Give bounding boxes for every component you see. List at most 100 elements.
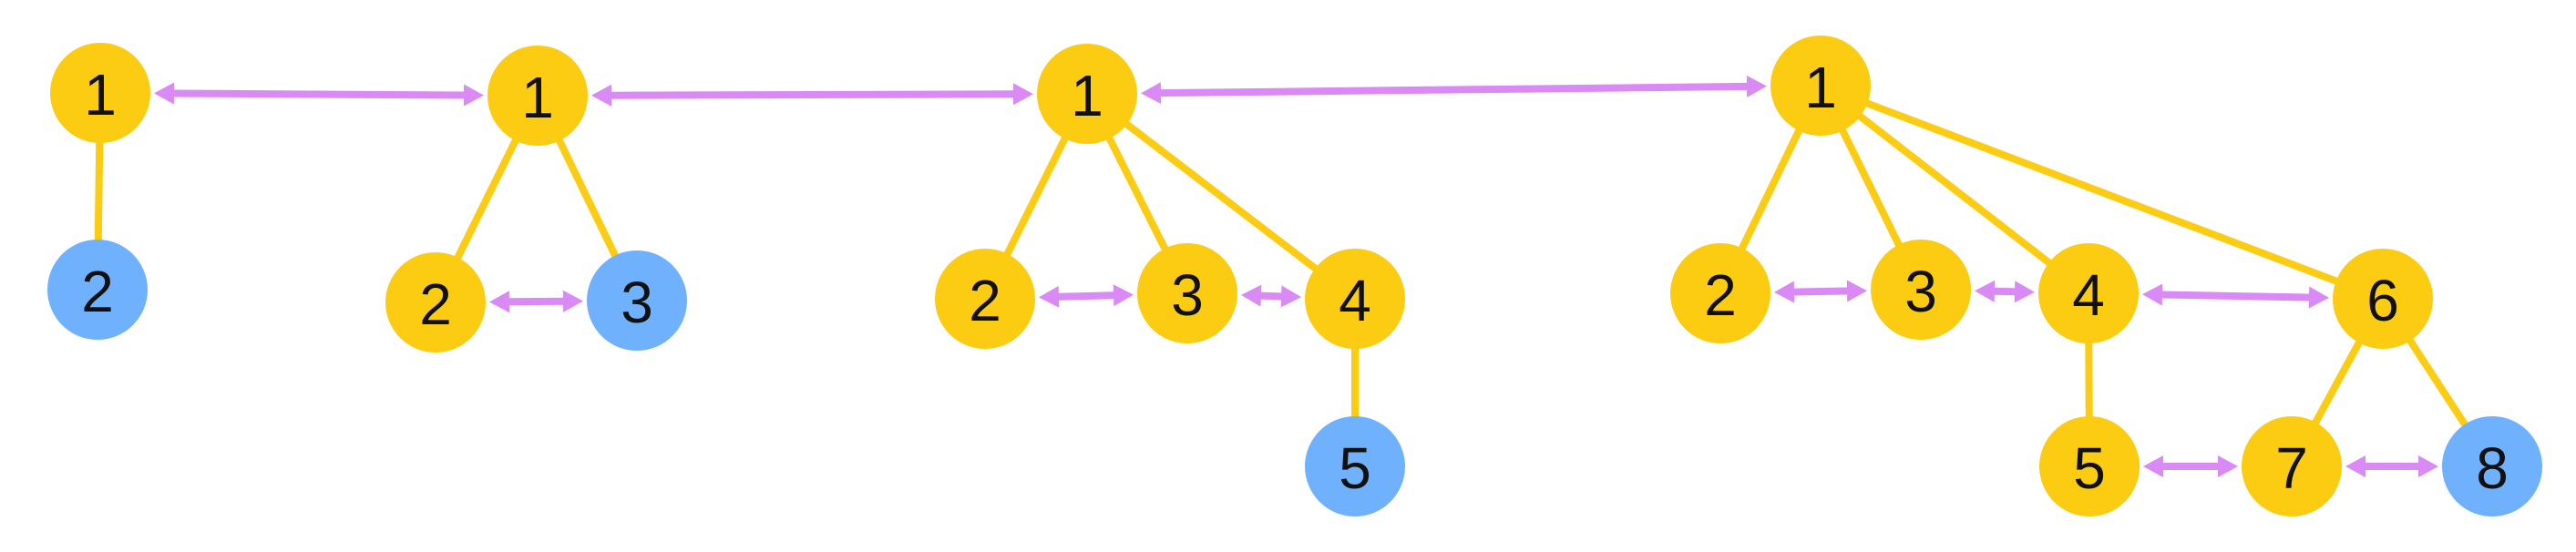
node-label: 1 xyxy=(84,62,117,128)
tree-node: 1 xyxy=(1037,44,1137,144)
node-circle xyxy=(935,249,1035,349)
node-label: 8 xyxy=(2476,435,2509,501)
tree-node: 3 xyxy=(1871,240,1971,340)
sibling-links-layer xyxy=(153,75,2438,477)
arrowhead xyxy=(2014,281,2036,303)
tree-edge xyxy=(1837,124,1904,251)
node-circle xyxy=(2333,249,2433,349)
node-circle xyxy=(2242,416,2342,516)
sibling-link-arrow xyxy=(2143,455,2238,477)
tree-edge xyxy=(1853,110,2056,269)
arrowhead xyxy=(463,84,485,107)
tree-edge xyxy=(1861,97,2343,287)
arrow-shaft xyxy=(1156,82,1751,97)
arrowhead xyxy=(2218,455,2238,477)
new-node-circle xyxy=(587,250,687,351)
tree-edge xyxy=(452,134,521,264)
arrowhead xyxy=(153,82,175,105)
root-link-arrow xyxy=(1140,75,1768,105)
sibling-link-arrow xyxy=(1038,284,1134,308)
tree-node: 5 xyxy=(2039,416,2140,516)
arrowhead xyxy=(2418,455,2438,477)
tree-node: 2 xyxy=(1670,243,1770,343)
node-label: 3 xyxy=(1171,262,1204,328)
tree-edge xyxy=(1001,132,1071,261)
tree-node: 8 xyxy=(2442,416,2542,516)
node-label: 2 xyxy=(969,268,1001,333)
tree-edge xyxy=(2310,336,2365,429)
node-label: 2 xyxy=(81,259,114,324)
node-circle xyxy=(1305,249,1405,349)
tree-node: 2 xyxy=(47,240,148,340)
arrowhead xyxy=(2308,286,2330,309)
node-circle xyxy=(50,43,150,143)
arrowhead xyxy=(590,84,612,107)
arrowhead xyxy=(1746,75,1768,97)
tree-edge xyxy=(1736,124,1805,255)
arrowhead xyxy=(1280,285,1302,308)
tree-node: 1 xyxy=(50,43,150,143)
tree-node: 7 xyxy=(2242,416,2342,516)
sibling-link-arrow xyxy=(1240,284,1302,308)
arrow-shaft xyxy=(1990,287,2019,296)
node-circle xyxy=(1770,36,1871,136)
node-label: 1 xyxy=(1804,55,1837,120)
node-circle xyxy=(487,46,588,146)
node-circle xyxy=(1037,44,1137,144)
node-label: 1 xyxy=(1071,63,1103,128)
tree-node: 4 xyxy=(2038,243,2139,343)
tree-node: 2 xyxy=(935,249,1035,349)
node-label: 4 xyxy=(1339,268,1371,333)
node-circle xyxy=(1137,243,1237,343)
arrowhead xyxy=(488,291,510,313)
arrowhead xyxy=(1240,284,1262,307)
node-label: 2 xyxy=(419,271,452,337)
arrow-shaft xyxy=(1054,291,1118,301)
tree-node: 5 xyxy=(1305,416,1405,516)
arrowhead xyxy=(1113,284,1134,307)
arrowhead xyxy=(1773,281,1795,303)
tree-edge xyxy=(2404,334,2471,431)
node-label: 5 xyxy=(1339,435,1371,501)
sibling-link-arrow xyxy=(2345,455,2438,477)
node-circle xyxy=(385,252,486,353)
tree-node: 3 xyxy=(587,250,687,351)
arrow-shaft xyxy=(1257,291,1286,301)
node-label: 3 xyxy=(1904,259,1937,324)
new-node-circle xyxy=(47,240,148,340)
node-circle xyxy=(1670,243,1770,343)
arrowhead xyxy=(1846,280,1868,302)
node-label: 6 xyxy=(2366,268,2399,333)
sibling-link-arrow xyxy=(1974,280,2036,303)
arrowhead xyxy=(1012,83,1034,106)
tree-node: 4 xyxy=(1305,249,1405,349)
tree-node: 1 xyxy=(487,46,588,146)
tree-edge xyxy=(94,138,104,245)
arrowhead xyxy=(2141,283,2163,306)
nodes-layer: 1 2 1 2 3 1 2 3 4 5 1 2 3 4 6 5 7 8 xyxy=(47,36,2542,516)
node-label: 4 xyxy=(2072,262,2105,328)
node-label: 7 xyxy=(2275,435,2308,501)
root-link-arrow xyxy=(153,82,485,107)
node-circle xyxy=(1871,240,1971,340)
node-label: 2 xyxy=(1704,262,1737,328)
arrow-shaft xyxy=(169,89,468,99)
arrowhead xyxy=(562,290,584,312)
tree-edges-layer xyxy=(94,97,2471,431)
tree-edge xyxy=(553,134,621,262)
tree-node: 1 xyxy=(1770,36,1871,136)
new-node-circle xyxy=(2442,416,2542,516)
sibling-link-arrow xyxy=(2141,283,2330,309)
tree-edge xyxy=(1103,132,1171,255)
sibling-link-arrow xyxy=(488,290,584,313)
node-label: 3 xyxy=(621,270,653,335)
node-label: 1 xyxy=(521,65,554,130)
tree-edge xyxy=(1120,118,1322,275)
tree-node: 3 xyxy=(1137,243,1237,343)
new-node-circle xyxy=(1305,416,1405,516)
tree-node: 6 xyxy=(2333,249,2433,349)
arrowhead xyxy=(1974,280,1996,302)
arrowhead xyxy=(2143,455,2163,477)
node-circle xyxy=(2039,416,2140,516)
